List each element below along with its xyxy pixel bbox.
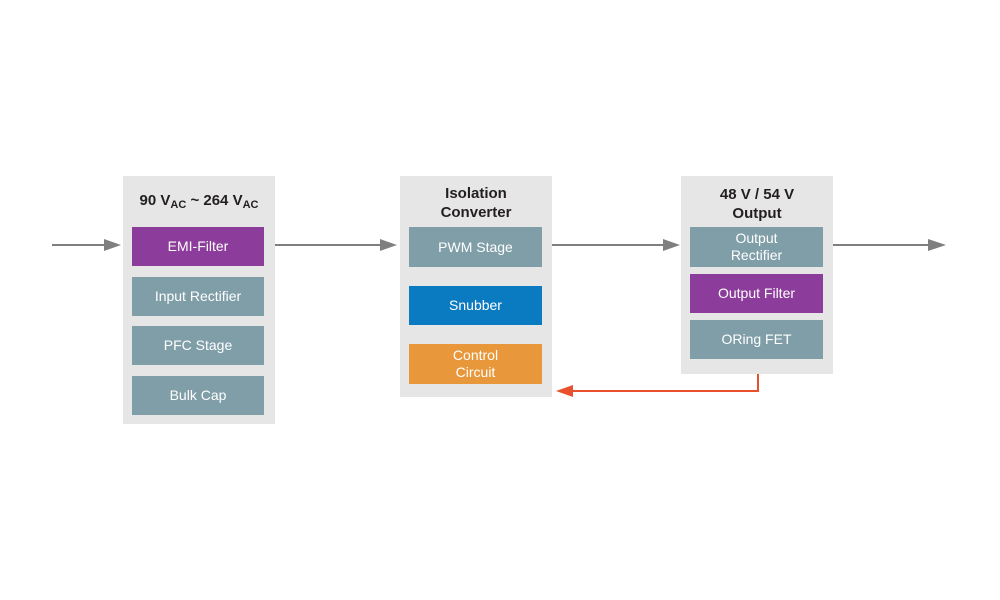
control-circuit-line2: Circuit <box>455 364 496 380</box>
output-arrow-head <box>928 239 946 251</box>
pwm-stage-block: PWM Stage <box>409 227 542 267</box>
oring-fet-block: ORing FET <box>690 320 823 359</box>
isolation-title-line1: Isolation <box>445 185 507 202</box>
snubber-block: Snubber <box>409 286 542 325</box>
input-stage-panel: 90 VAC ~ 264 VAC EMI-Filter Input Rectif… <box>123 176 275 424</box>
output-filter-block: Output Filter <box>690 274 823 313</box>
output-rectifier-line1: Output <box>735 230 778 246</box>
control-circuit-line1: Control <box>452 347 499 363</box>
input-arrow-head <box>104 239 121 251</box>
output-title-line2: Output <box>732 205 782 222</box>
input-voltage-min: 90 V <box>139 192 171 209</box>
input-voltage-max: 264 V <box>203 192 243 209</box>
isolation-title-line2: Converter <box>440 204 512 221</box>
arrow-isolation-to-output-head <box>663 239 680 251</box>
input-rectifier-block: Input Rectifier <box>132 277 264 316</box>
output-rectifier-line2: Rectifier <box>730 247 783 263</box>
control-circuit-block: Control Circuit <box>409 344 542 384</box>
bulk-cap-block: Bulk Cap <box>132 376 264 415</box>
emi-filter-block: EMI-Filter <box>132 227 264 266</box>
input-voltage-max-subscript: AC <box>242 199 259 211</box>
input-voltage-min-subscript: AC <box>170 199 187 211</box>
feedback-line <box>570 374 759 392</box>
isolation-converter-panel: Isolation Converter PWM Stage Snubber Co… <box>400 176 552 397</box>
pfc-stage-block: PFC Stage <box>132 326 264 365</box>
output-stage-title: 48 V / 54 V Output <box>681 185 833 223</box>
output-stage-panel: 48 V / 54 V Output Output Rectifier Outp… <box>681 176 833 374</box>
output-rectifier-block: Output Rectifier <box>690 227 823 267</box>
arrow-input-to-isolation-head <box>380 239 397 251</box>
input-voltage-range-title: 90 VAC ~ 264 VAC <box>123 191 275 211</box>
output-title-line1: 48 V / 54 V <box>719 186 795 203</box>
isolation-converter-title: Isolation Converter <box>400 184 552 222</box>
voltage-range-separator: ~ <box>190 192 200 209</box>
feedback-arrow-head <box>556 385 573 397</box>
